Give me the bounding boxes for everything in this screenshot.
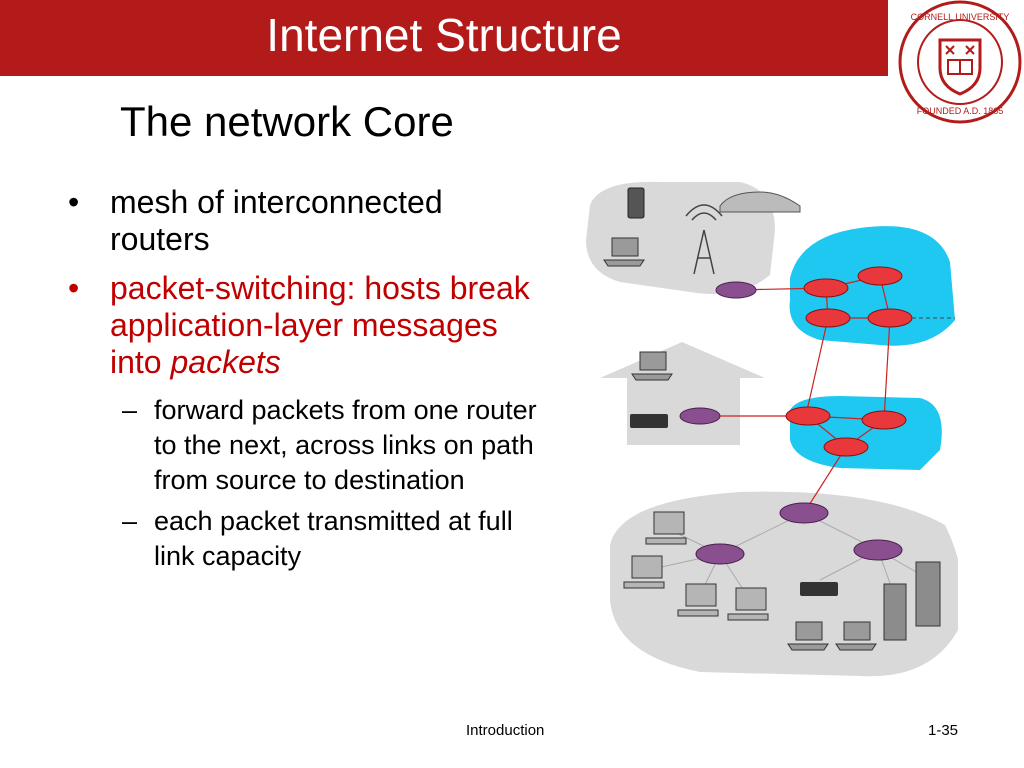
bullet-item: • mesh of interconnected routers — [68, 184, 538, 258]
sub-bullet-dash: – — [122, 395, 138, 425]
slide-subtitle: The network Core — [120, 98, 454, 145]
bullet-text: packet-switching: hosts break applicatio… — [110, 270, 530, 380]
bullet-item: • packet-switching: hosts break applicat… — [68, 270, 538, 381]
desktop-computer-icon — [623, 511, 769, 621]
cell-tower-icon — [685, 204, 723, 275]
bullet-dot: • — [68, 270, 80, 306]
bullet-list: • mesh of interconnected routers • packe… — [68, 184, 538, 580]
wireless-router-icon — [630, 414, 838, 596]
home-network-house — [600, 342, 765, 445]
bullet-text: mesh of interconnected routers — [110, 184, 443, 257]
smartphone-icon — [627, 187, 645, 219]
server-icon — [883, 561, 941, 641]
bullet-emphasis: packets — [170, 344, 281, 380]
router-red-icon — [785, 266, 913, 457]
router-purple-icon — [679, 281, 903, 565]
svg-text:FOUNDED A.D. 1865: FOUNDED A.D. 1865 — [917, 106, 1004, 116]
sub-bullet-item: – each packet transmitted at full link c… — [68, 504, 538, 574]
car-icon — [719, 191, 801, 213]
bullet-dot: • — [68, 184, 80, 220]
page-number: 1-35 — [928, 722, 959, 739]
laptop-icon — [603, 237, 877, 651]
title-bar — [0, 0, 888, 76]
network-core-diagram — [586, 181, 958, 677]
sub-bullet-text: forward packets from one router to the n… — [154, 395, 537, 495]
svg-text:CORNELL UNIVERSITY: CORNELL UNIVERSITY — [911, 12, 1010, 22]
enterprise-network-region — [610, 491, 958, 677]
sub-bullet-item: – forward packets from one router to the… — [68, 393, 538, 498]
slide-title: Internet Structure — [266, 9, 622, 61]
sub-bullet-text: each packet transmitted at full link cap… — [154, 506, 513, 571]
cornell-seal-icon: CORNELL UNIVERSITY FOUNDED A.D. 1865 — [898, 0, 1022, 124]
footer-label: Introduction — [466, 722, 545, 739]
sub-bullet-dash: – — [122, 506, 138, 536]
